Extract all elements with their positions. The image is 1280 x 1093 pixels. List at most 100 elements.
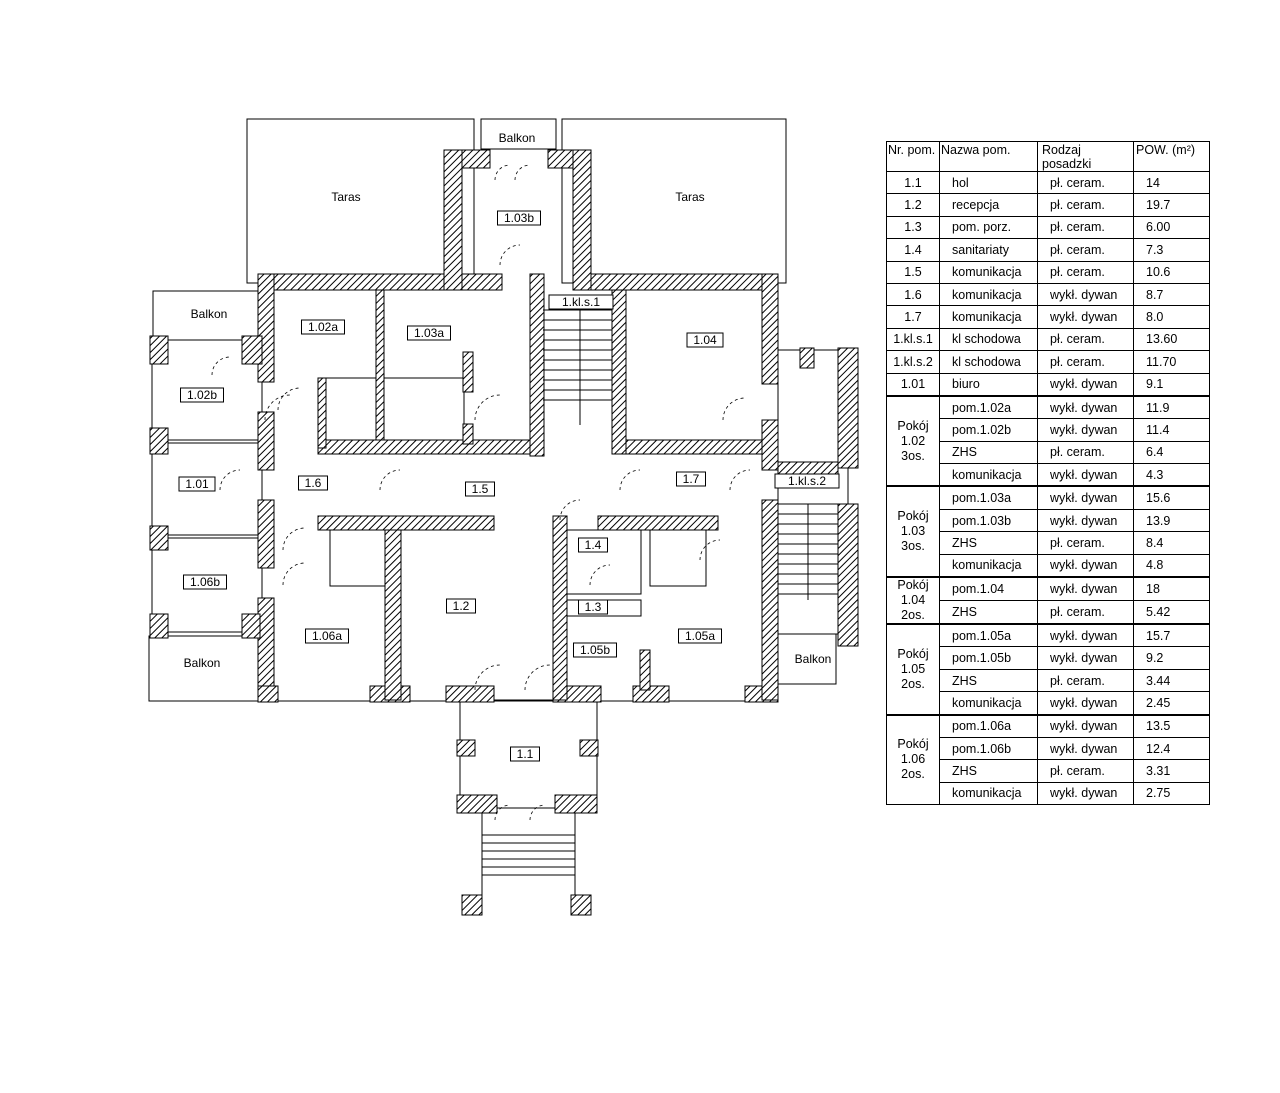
wall-segment [462, 351, 474, 393]
room-label-text: 1.6 [305, 476, 322, 490]
cell-name: pom.1.05b [939, 646, 1038, 670]
cell-name: pom.1.05a [939, 623, 1038, 648]
header-name: Nazwa pom. [939, 141, 1038, 172]
cell-name: komunikacja [939, 260, 1038, 284]
room-label-box [578, 599, 608, 615]
cell-nr: 1.kl.s.1 [886, 327, 940, 352]
room-label-text: 1.3 [585, 600, 602, 614]
cell-name: hol [939, 170, 1038, 195]
wall-segment [461, 894, 483, 916]
wall-segment [257, 273, 445, 291]
wall-segment [257, 273, 275, 383]
wall-segment [639, 649, 651, 691]
wall-segment [149, 525, 169, 551]
wall-segment [257, 597, 275, 701]
wall-segment [257, 411, 275, 471]
cell-floor: pł. ceram. [1037, 759, 1134, 783]
room-label-text: 1.02a [308, 320, 338, 334]
room-label-r105b: 1.05b [573, 642, 617, 658]
wall-segment [837, 503, 859, 647]
cell-floor: wykł. dywan [1037, 485, 1134, 510]
door-swing [499, 244, 521, 266]
room-label-text: 1.05b [580, 643, 610, 657]
cell-area: 4.8 [1133, 553, 1210, 578]
cell-area: 13.60 [1133, 327, 1210, 352]
cell-floor: wykł. dywan [1037, 553, 1134, 578]
room-label-r103b: 1.03b [497, 210, 541, 226]
room-label-r14: 1.4 [578, 537, 608, 553]
wall-segment [554, 794, 598, 814]
cell-name: kl schodowa [939, 327, 1038, 352]
cell-area: 3.31 [1133, 759, 1210, 783]
cell-area: 5.42 [1133, 600, 1210, 625]
room-label-box [183, 574, 227, 590]
room-label-box [548, 294, 614, 310]
room-label-r103a: 1.03a [407, 325, 451, 341]
wall-segment [625, 439, 763, 455]
cell-name: ZHS [939, 600, 1038, 625]
header-nr: Nr. pom. [886, 141, 940, 172]
wall-segment [149, 427, 169, 455]
room-label-box [301, 319, 345, 335]
cell-name: pom.1.06b [939, 736, 1038, 761]
cell-floor: wykł. dywan [1037, 418, 1134, 442]
room-label-box [305, 628, 349, 644]
wall-segment [761, 499, 779, 701]
wall-segment [761, 273, 779, 385]
room-label-kls2: 1.kl.s.2 [774, 473, 840, 489]
door-swing [514, 164, 531, 181]
cell-area: 10.6 [1133, 260, 1210, 284]
wall-segment [552, 515, 568, 701]
cell-nr: 1.kl.s.2 [886, 350, 940, 374]
cell-name: ZHS [939, 531, 1038, 555]
cell-group-label: Pokój 1.06 2os. [886, 713, 940, 806]
cell-name: komunikacja [939, 691, 1038, 716]
door-swings [211, 164, 751, 821]
door-swing [494, 164, 511, 181]
wall-segment [384, 529, 402, 701]
room-label-box [298, 475, 328, 491]
room-label-r15: 1.5 [465, 481, 495, 497]
room-label-text: 1.01 [185, 477, 209, 491]
room-label-text: 1.2 [453, 599, 470, 613]
cell-floor: pł. ceram. [1037, 238, 1134, 262]
cell-floor: pł. ceram. [1037, 600, 1134, 625]
cell-floor: wykł. dywan [1037, 713, 1134, 738]
room-label-r17: 1.7 [676, 471, 706, 487]
wall-segment [761, 419, 779, 471]
cell-area: 8.7 [1133, 282, 1210, 307]
door-swing [529, 804, 546, 821]
room-label-box [178, 476, 216, 492]
door-swing [494, 804, 511, 821]
cell-floor: pł. ceram. [1037, 350, 1134, 374]
cell-area: 6.4 [1133, 440, 1210, 465]
cell-name: komunikacja [939, 781, 1038, 806]
wall-segment [445, 685, 495, 703]
wall-segment [597, 515, 719, 531]
cell-name: pom.1.06a [939, 713, 1038, 738]
cell-name: pom.1.03b [939, 508, 1038, 533]
cell-floor: wykł. dywan [1037, 372, 1134, 397]
cell-area: 8.4 [1133, 531, 1210, 555]
door-swing [699, 539, 721, 561]
wall-segment [632, 685, 670, 703]
cell-area: 13.5 [1133, 713, 1210, 738]
cell-area: 18 [1133, 576, 1210, 602]
door-swing [619, 469, 641, 491]
cell-area: 11.9 [1133, 394, 1210, 420]
label-taras-left: Taras [331, 190, 360, 204]
cell-name: sanitariaty [939, 238, 1038, 262]
table-header-row: Nr. pom. Nazwa pom. Rodzaj posadzki POW.… [886, 141, 1210, 172]
room-label-r104: 1.04 [686, 332, 724, 348]
